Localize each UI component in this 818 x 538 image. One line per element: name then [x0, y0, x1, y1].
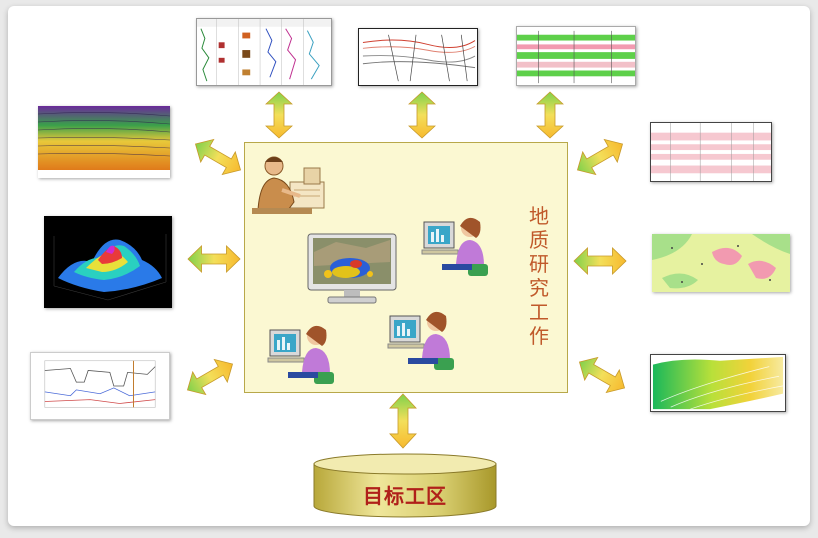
double-arrow-icon: [573, 247, 627, 275]
double-arrow-icon: [265, 91, 293, 139]
label-char: 究: [529, 276, 549, 300]
production-curve-chart: [30, 352, 170, 420]
double-arrow-icon: [408, 91, 436, 139]
label-char: 地: [529, 204, 549, 228]
double-arrow-icon: [181, 353, 239, 402]
label-char: 质: [529, 228, 549, 252]
analyst-at-computer-2: [266, 320, 338, 388]
property-table-panel: [650, 122, 772, 182]
double-arrow-icon: [189, 133, 247, 182]
target-area-cylinder: [312, 452, 498, 518]
stratigraphic-correlation: [516, 26, 636, 86]
target-area-label: 目标工区: [363, 484, 447, 508]
analyst-at-computer-3: [386, 306, 458, 374]
label-char: 工: [529, 300, 549, 324]
label-char: 研: [529, 252, 549, 276]
seismic-section-sketch: [358, 28, 478, 86]
3d-surface-model: [44, 216, 172, 308]
double-arrow-icon: [573, 351, 631, 400]
double-arrow-icon: [571, 133, 629, 182]
double-arrow-icon: [389, 393, 417, 449]
analyst-at-computer-1: [420, 212, 492, 280]
geologist-figure: [248, 150, 330, 222]
label-char: 作: [529, 324, 549, 348]
well-log-panel: [196, 18, 332, 86]
double-arrow-icon: [187, 245, 241, 273]
double-arrow-icon: [536, 91, 564, 139]
monitor-3d-model: [306, 232, 398, 306]
seismic-amplitude-section: [38, 106, 170, 178]
geology-research-label: 地 质 研 究 工 作: [524, 204, 554, 348]
attribute-contour-map: [652, 234, 790, 292]
gradient-attribute-map: [650, 354, 786, 412]
